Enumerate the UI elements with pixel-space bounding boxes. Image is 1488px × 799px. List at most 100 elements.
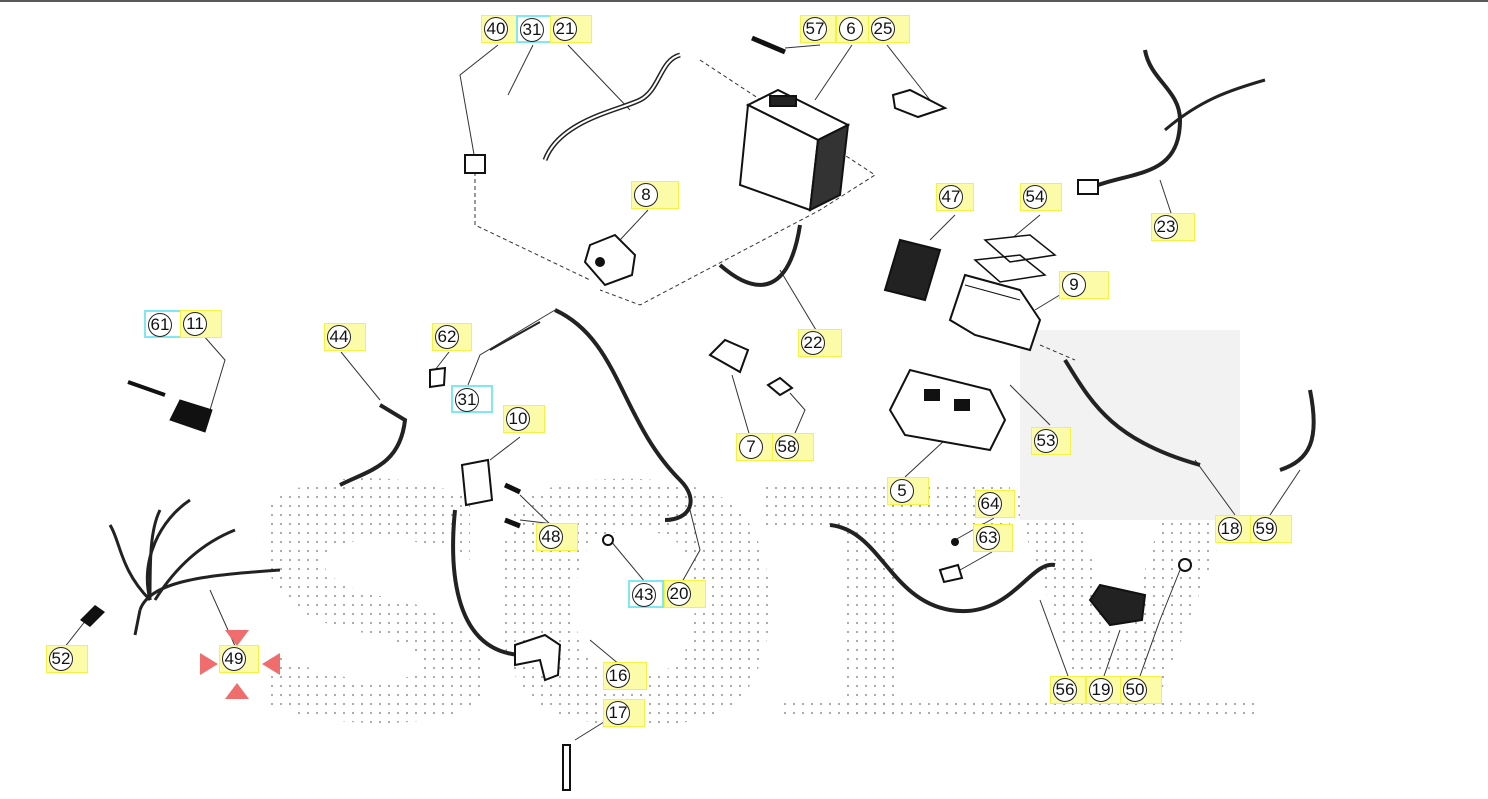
callout-number: 21 [555, 19, 575, 38]
callout-circle [183, 312, 207, 336]
callout-number: 25 [873, 19, 893, 38]
callout-18[interactable]: 18 [1215, 515, 1255, 543]
callout-number: 18 [1220, 519, 1240, 538]
cable-22 [718, 224, 802, 287]
callout-number: 43 [634, 585, 654, 604]
callout-circle [839, 17, 863, 41]
callout-61[interactable]: 61 [144, 310, 186, 338]
watermark-letter-1 [263, 478, 488, 724]
callout-number: 11 [186, 314, 204, 333]
callout-number: 17 [608, 703, 628, 722]
callout-63[interactable]: 63 [973, 524, 1013, 552]
callout-58[interactable]: 58 [772, 433, 814, 461]
callout-9[interactable]: 9 [1059, 271, 1109, 299]
callout-circle [1053, 678, 1077, 702]
bolt-48a [503, 482, 522, 495]
callout-number: 47 [941, 187, 961, 206]
callout-19[interactable]: 19 [1086, 676, 1122, 704]
callout-number: 56 [1055, 680, 1075, 699]
callout-number: 53 [1036, 431, 1056, 450]
callout-circle [939, 185, 963, 209]
main-harness [108, 498, 281, 636]
callout-22[interactable]: 22 [798, 329, 842, 357]
callout-number: 23 [1156, 217, 1176, 236]
callout-number: 59 [1255, 519, 1275, 538]
callout-number: 10 [508, 409, 528, 428]
callout-20[interactable]: 20 [664, 580, 706, 608]
harness-18 [1063, 358, 1201, 467]
clip-62 [429, 366, 447, 389]
callout-57[interactable]: 57 [800, 15, 836, 43]
watermark-shade [1020, 330, 1240, 520]
callout-17[interactable]: 17 [603, 699, 645, 727]
callout-circle [1253, 517, 1277, 541]
callout-number: 31 [457, 390, 477, 409]
callout-number: 9 [1069, 275, 1079, 294]
callout-circle [871, 17, 895, 41]
callout-31[interactable]: 31 [451, 385, 493, 413]
callout-circle [978, 492, 1002, 516]
callout-circle [632, 583, 656, 607]
callout-number: 63 [978, 528, 998, 547]
spark-plug-cap [514, 633, 562, 682]
callout-21[interactable]: 21 [550, 15, 592, 43]
callout-11[interactable]: 11 [180, 310, 222, 338]
callout-31[interactable]: 31 [516, 15, 552, 43]
callout-circle [803, 17, 827, 41]
callout-47[interactable]: 47 [936, 183, 974, 211]
callout-6[interactable]: 6 [836, 15, 870, 43]
callout-5[interactable]: 5 [887, 477, 929, 505]
callout-number: 20 [669, 584, 689, 603]
callout-number: 52 [51, 649, 71, 668]
callout-50[interactable]: 50 [1120, 676, 1162, 704]
callout-8[interactable]: 8 [631, 181, 679, 209]
callout-number: 6 [846, 19, 856, 38]
callout-16[interactable]: 16 [603, 662, 647, 690]
callout-number: 7 [746, 437, 756, 456]
callout-25[interactable]: 25 [868, 15, 910, 43]
callout-7[interactable]: 7 [736, 433, 774, 461]
callout-44[interactable]: 44 [324, 323, 366, 351]
callout-circle [553, 17, 577, 41]
callout-40[interactable]: 40 [481, 15, 517, 43]
callout-number: 16 [608, 666, 628, 685]
callout-number: 44 [329, 327, 349, 346]
sensor-52 [80, 605, 105, 627]
callout-number: 31 [522, 20, 542, 39]
callout-49[interactable]: 49 [219, 645, 259, 673]
callout-53[interactable]: 53 [1031, 427, 1071, 455]
focus-marker-arrow [262, 653, 280, 675]
callout-number: 40 [486, 19, 506, 38]
cable-56 [829, 523, 1056, 614]
callout-number: 62 [437, 327, 457, 346]
harness-59 [1279, 389, 1316, 472]
callout-62[interactable]: 62 [432, 323, 472, 351]
callout-43[interactable]: 43 [628, 580, 664, 608]
callout-circle [327, 325, 351, 349]
callout-circle [506, 407, 530, 431]
callout-circle [739, 435, 763, 459]
callout-number: 8 [641, 185, 651, 204]
callout-56[interactable]: 56 [1050, 676, 1086, 704]
callout-circle [1089, 678, 1113, 702]
callout-number: 57 [805, 19, 825, 38]
callout-10[interactable]: 10 [503, 405, 545, 433]
ignition-coil [451, 458, 521, 657]
focus-marker-arrow [225, 630, 249, 646]
focus-marker-arrow [200, 653, 218, 675]
gasket-54 [973, 234, 1057, 283]
callout-23[interactable]: 23 [1151, 213, 1195, 241]
callout-circle [775, 435, 799, 459]
bolt-50 [1178, 558, 1192, 572]
module-11 [169, 399, 213, 433]
nut-43 [602, 534, 614, 546]
callout-52[interactable]: 52 [46, 645, 88, 673]
battery-cable [542, 52, 681, 161]
callout-number: 54 [1025, 187, 1045, 206]
callout-54[interactable]: 54 [1020, 183, 1062, 211]
callout-circle [1062, 273, 1086, 297]
callout-59[interactable]: 59 [1250, 515, 1292, 543]
callout-48[interactable]: 48 [536, 523, 578, 551]
callout-64[interactable]: 64 [975, 490, 1015, 518]
